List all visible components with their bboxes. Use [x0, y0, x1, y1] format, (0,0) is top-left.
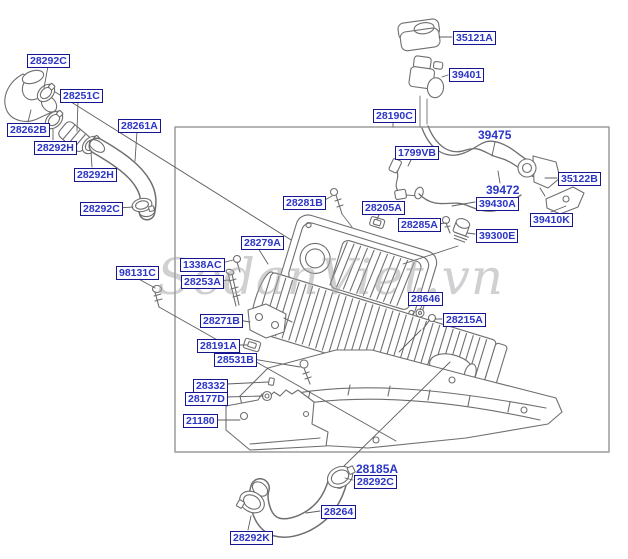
- bolt-28285a: [441, 215, 451, 234]
- part-label-98131c-7: 98131C: [116, 266, 159, 280]
- assembly-frame: [174, 126, 610, 453]
- part-label-28281b-19: 28281B: [283, 196, 326, 210]
- part-label-28292c-0: 28292C: [27, 54, 70, 68]
- part-label-28253a-23: 28253A: [181, 275, 224, 289]
- hose-clamp: [235, 490, 265, 514]
- part-label-39410k-16: 39410K: [530, 213, 573, 227]
- part-label-35122b-13: 35122B: [558, 172, 601, 186]
- part-label-28292h-5: 28292H: [74, 168, 117, 182]
- hose-clamp: [36, 82, 56, 103]
- part-label-39300e-18: 39300E: [476, 229, 519, 243]
- stud-28253a: [225, 268, 241, 307]
- part-label-28285a-17: 28285A: [398, 218, 441, 232]
- sensor-39300e: [452, 218, 471, 243]
- solenoid-valve-39401: [408, 55, 445, 99]
- valve-bracket-35122b: [517, 155, 561, 197]
- part-label-1338ac-22: 1338AC: [180, 258, 225, 272]
- part-label-28251c-1: 28251C: [60, 89, 103, 103]
- part-label-28215a-31: 28215A: [443, 313, 486, 327]
- bolt-1338ac: [232, 254, 242, 273]
- clip-nut-28191a: [242, 337, 262, 353]
- part-label-28646-30: 28646: [408, 292, 444, 306]
- part-label-28177d-28: 28177D: [185, 392, 228, 406]
- part-label-28264-34: 28264: [321, 505, 357, 519]
- bracket-28271b: [247, 303, 293, 339]
- inlet-hose-assembly: [4, 69, 157, 221]
- screw-28281b: [329, 187, 353, 228]
- part-label-28332-27: 28332: [193, 379, 229, 393]
- part-label-1799vb-12: 1799VB: [395, 146, 439, 160]
- clip-28205a: [369, 216, 386, 229]
- part-label-21180-29: 21180: [183, 414, 218, 428]
- part-label-35121a-8: 35121A: [453, 31, 496, 45]
- part-label-28292c-6: 28292C: [80, 202, 123, 216]
- clip-28332: [267, 377, 275, 386]
- part-label-28261a-4: 28261A: [118, 119, 161, 133]
- part-label-39401-9: 39401: [449, 68, 485, 82]
- part-label-39475-11: 39475: [478, 128, 512, 142]
- hose-clamp: [326, 465, 356, 489]
- bracket-39410k: [545, 186, 585, 215]
- part-label-28292c-33: 28292C: [354, 475, 397, 489]
- part-label-28531b-26: 28531B: [214, 353, 257, 367]
- hose-clamp: [131, 197, 155, 213]
- part-label-28292k-35: 28292K: [230, 531, 273, 545]
- bolt-98131c: [151, 284, 163, 308]
- resonator-35121a: [397, 18, 441, 52]
- part-label-28191a-25: 28191A: [197, 339, 240, 353]
- part-label-28292h-3: 28292H: [34, 141, 77, 155]
- part-label-39472-14: 39472: [486, 183, 520, 197]
- part-label-28271b-24: 28271B: [200, 314, 243, 328]
- wiring-1799vb: [388, 157, 420, 201]
- part-label-28185a-32: 28185A: [356, 462, 399, 476]
- bolt-28531b: [299, 359, 312, 385]
- part-label-39430a-15: 39430A: [476, 197, 519, 211]
- part-label-28262b-2: 28262B: [7, 123, 50, 137]
- part-label-28205a-20: 28205A: [362, 201, 405, 215]
- bolt-28215a: [422, 313, 437, 330]
- part-label-28190c-10: 28190C: [373, 109, 416, 123]
- part-label-28279a-21: 28279A: [241, 236, 284, 250]
